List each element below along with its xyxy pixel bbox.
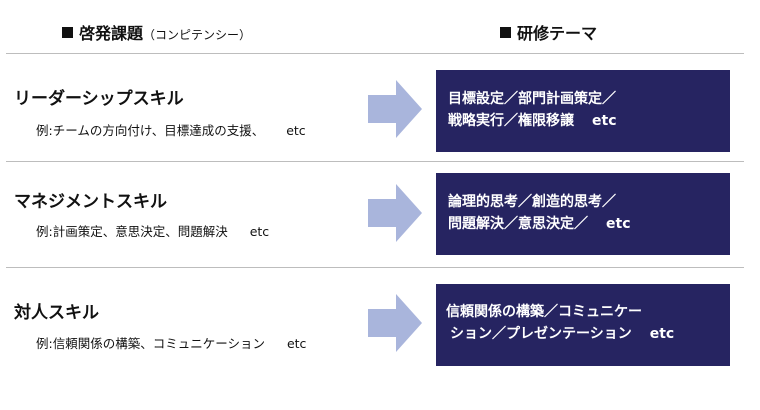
theme-line: 論理的思考／創造的思考／ (448, 194, 616, 210)
theme-line: 信頼関係の構築／コミュニケー (446, 304, 642, 320)
header-training-theme: 研修テーマ (500, 20, 597, 44)
square-bullet-icon (62, 27, 73, 38)
skill-example-management: 例:計画策定、意思決定、問題解決 etc (36, 221, 269, 240)
theme-box-interpersonal: 信頼関係の構築／コミュニケー ション／プレゼンテーション etc (436, 284, 730, 366)
example-etc: etc (286, 336, 307, 351)
arrow-right-icon (368, 80, 422, 138)
theme-etc: etc (592, 113, 617, 129)
skill-title-interpersonal: 対人スキル (14, 303, 99, 323)
arrow-right-icon (368, 184, 422, 242)
skill-example-interpersonal: 例:信頼関係の構築、コミュニケーション etc (36, 333, 306, 352)
header-left-title: 啓発課題 (79, 24, 144, 43)
theme-line-with-etc: 問題解決／意思決定／ etc (448, 213, 718, 235)
theme-line: ション／プレゼンテーション (450, 326, 632, 342)
example-etc: etc (249, 224, 270, 239)
theme-etc: etc (606, 216, 631, 232)
theme-line-with-etc: 戦略実行／権限移譲 etc (448, 110, 718, 132)
theme-box-management: 論理的思考／創造的思考／ 問題解決／意思決定／ etc (436, 173, 730, 255)
example-text: 例:信頼関係の構築、コミュニケーション (36, 336, 265, 351)
arrow-right-icon (368, 294, 422, 352)
header-competency: 啓発課題（コンピテンシー） (62, 20, 251, 44)
square-bullet-icon (500, 27, 511, 38)
divider (6, 53, 744, 54)
example-text: 例:計画策定、意思決定、問題解決 (36, 224, 228, 239)
theme-line: 問題解決／意思決定／ (448, 216, 588, 232)
theme-etc: etc (649, 326, 675, 342)
header-left-subtitle: （コンピテンシー） (143, 28, 252, 42)
theme-line-with-etc: ション／プレゼンテーション etc (446, 323, 718, 345)
divider (6, 161, 744, 162)
theme-line: 目標設定／部門計画策定／ (448, 91, 616, 107)
example-text: 例:チームの方向付け、目標達成の支援、 (36, 123, 265, 138)
theme-line: 戦略実行／権限移譲 (448, 113, 574, 129)
header-right-title: 研修テーマ (517, 24, 598, 43)
example-etc: etc (286, 123, 306, 138)
theme-box-leadership: 目標設定／部門計画策定／ 戦略実行／権限移譲 etc (436, 70, 730, 152)
skill-example-leadership: 例:チームの方向付け、目標達成の支援、 etc (36, 120, 306, 139)
skill-title-leadership: リーダーシップスキル (14, 89, 184, 109)
skill-title-management: マネジメントスキル (14, 192, 167, 212)
divider (6, 267, 744, 268)
